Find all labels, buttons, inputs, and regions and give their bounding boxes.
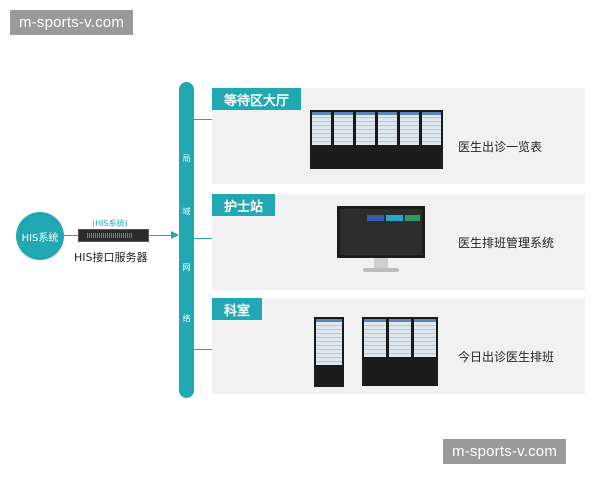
wall-screen-1 xyxy=(310,110,333,147)
dept-wall-stand xyxy=(362,359,438,386)
branch-line-1 xyxy=(194,119,212,120)
server-label: HIS接口服务器 xyxy=(74,251,148,264)
wall-screen-5 xyxy=(398,110,421,147)
dept-screen-1 xyxy=(362,317,388,359)
monitor-tile-2 xyxy=(386,215,403,221)
panel-title-waiting-hall: 等待区大厅 xyxy=(212,88,302,110)
wall-screen-6 xyxy=(420,110,443,147)
panel-title-nurse-station: 护士站 xyxy=(212,194,276,216)
server-icon xyxy=(78,229,149,242)
dept-screen-2 xyxy=(387,317,413,359)
lan-label-char-2: 域 xyxy=(182,207,191,216)
connector-his-server xyxy=(64,235,78,236)
lan-label-char-3: 网 xyxy=(182,263,191,272)
monitor-base xyxy=(363,268,399,272)
kiosk-base xyxy=(314,367,344,387)
panel-title-department: 科室 xyxy=(212,298,263,320)
watermark-top: m-sports-v.com xyxy=(10,10,134,35)
lan-label-char-4: 络 xyxy=(182,314,191,323)
wall-screen-2 xyxy=(332,110,355,147)
desktop-monitor-icon xyxy=(337,206,425,258)
panel-desc-department: 今日出诊医生排班 xyxy=(458,350,555,364)
lan-bus xyxy=(179,82,194,398)
branch-line-3 xyxy=(194,349,212,350)
monitor-neck xyxy=(374,258,388,268)
monitor-tile-3 xyxy=(405,215,420,221)
arrow-right-icon xyxy=(171,231,179,239)
watermark-bottom: m-sports-v.com xyxy=(443,439,567,464)
kiosk-screen xyxy=(314,317,344,367)
monitor-tile-1 xyxy=(367,215,384,221)
connector-server-network xyxy=(149,235,173,236)
branch-line-2 xyxy=(194,238,212,239)
panel-desc-waiting-hall: 医生出诊一览表 xyxy=(458,140,543,154)
his-system-node: HIS系统 xyxy=(16,212,64,260)
dept-screen-3 xyxy=(412,317,438,359)
wall-screen-3 xyxy=(354,110,377,147)
server-tag: (HIS系统) xyxy=(92,219,128,228)
video-wall-stand xyxy=(310,147,443,169)
lan-label-char-1: 局 xyxy=(182,154,191,163)
server-bays xyxy=(87,233,133,238)
panel-desc-nurse-station: 医生排班管理系统 xyxy=(458,236,555,250)
wall-screen-4 xyxy=(376,110,399,147)
